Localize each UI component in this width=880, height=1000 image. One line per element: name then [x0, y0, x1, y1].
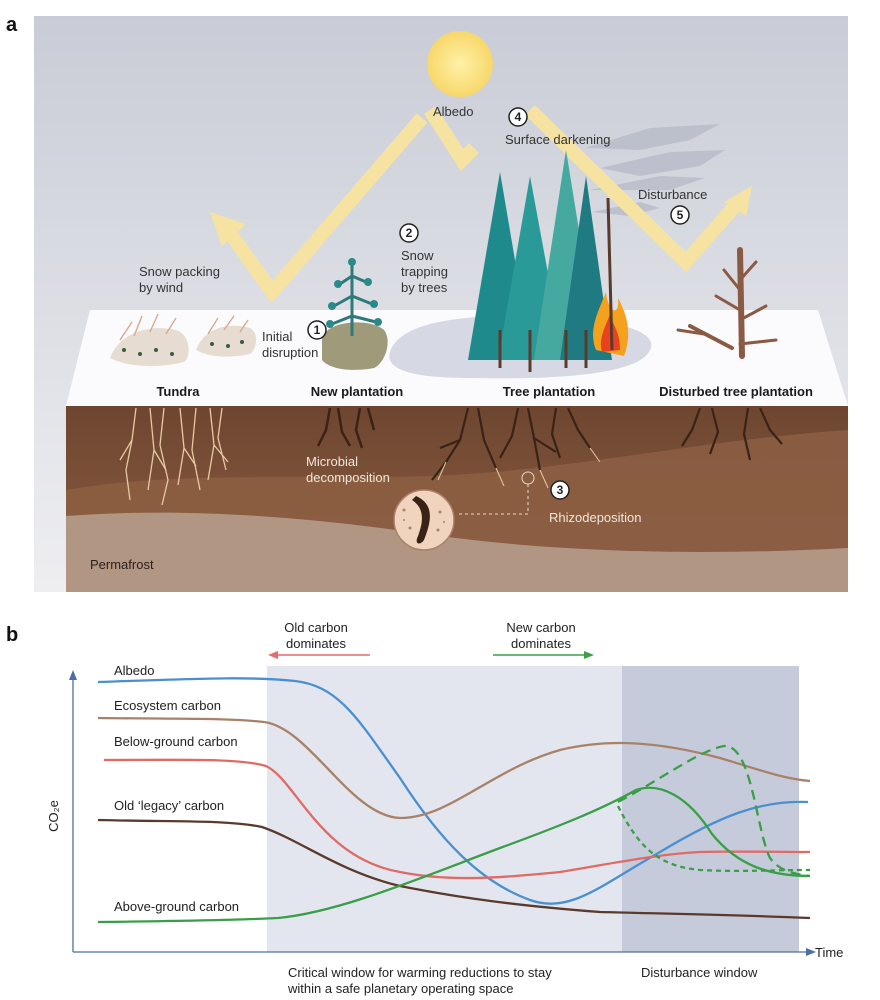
- old-carbon-line2: dominates: [286, 636, 346, 651]
- label-initial-2: disruption: [262, 345, 318, 360]
- critical-window-caption-1: Critical window for warming reductions t…: [288, 965, 552, 980]
- label-initial-1: Initial: [262, 329, 292, 344]
- x-axis-arrow: [806, 948, 816, 956]
- critical-window: [267, 666, 622, 952]
- curve-above-ground-dashed-long: [617, 744, 811, 878]
- label-albedo-curve: Albedo: [114, 663, 154, 678]
- old-carbon-line1: Old carbon: [284, 620, 348, 635]
- magnified-particles: [402, 508, 445, 532]
- ecosystem-illustration: 1 2 3 4 5 Albedo Surface darkening Distu…: [34, 16, 848, 592]
- marker-5: 5: [670, 205, 690, 225]
- ray-arrowheads: [210, 186, 752, 246]
- label-disturbance: Disturbance: [638, 187, 707, 202]
- panel-b-letter: b: [6, 624, 19, 646]
- carbon-timeline-chart: Albedo Ecosystem carbon Below-ground car…: [46, 620, 843, 996]
- new-plantation-roots: [316, 407, 376, 449]
- dead-tree: [676, 247, 778, 359]
- label-rhizodeposition: Rhizodeposition: [549, 510, 642, 525]
- x-axis-label: Time: [815, 945, 843, 960]
- y-axis-arrow: [69, 670, 77, 680]
- y-axis-label: CO₂e: [46, 800, 61, 832]
- permafrost-layer: [66, 512, 848, 592]
- curve-above-ground-dashed-short: [616, 805, 811, 873]
- tree-plantation-roots: [431, 407, 591, 481]
- tundra-shrubs: [110, 313, 257, 367]
- light-rays: [219, 104, 746, 304]
- disturbance-window-caption: Disturbance window: [641, 965, 758, 980]
- label-snow-trapping-1: Snow: [401, 248, 434, 263]
- conifer-trees: [468, 150, 612, 372]
- magnified-root: [412, 496, 430, 544]
- marker-3: 3: [550, 480, 570, 500]
- panel-a-letter: a: [6, 14, 18, 36]
- curve-above-ground: [97, 786, 811, 924]
- label-microbial-1: Microbial: [306, 454, 358, 469]
- label-albedo: Albedo: [433, 104, 473, 119]
- curve-ecosystem: [97, 716, 811, 820]
- svg-text:5: 5: [677, 208, 684, 222]
- new-carbon-arrowhead: [584, 651, 594, 659]
- zone-tree-plantation: Tree plantation: [503, 384, 596, 399]
- new-carbon-line2: dominates: [511, 636, 571, 651]
- disturbed-roots: [681, 407, 783, 461]
- label-ecosystem-curve: Ecosystem carbon: [114, 698, 221, 713]
- zone-new-plantation: New plantation: [311, 384, 404, 399]
- tundra-roots: [119, 407, 229, 506]
- fine-roots: [437, 447, 601, 489]
- new-carbon-line1: New carbon: [506, 620, 575, 635]
- svg-text:1: 1: [314, 323, 321, 337]
- label-microbial-2: decomposition: [306, 470, 390, 485]
- zoom-leader: [456, 484, 529, 515]
- marker-1: 1: [307, 320, 327, 340]
- curve-legacy: [97, 818, 811, 920]
- svg-text:2: 2: [406, 226, 413, 240]
- critical-window-caption-2: within a safe planetary operating space: [287, 981, 513, 996]
- svg-text:3: 3: [557, 483, 564, 497]
- svg-text:4: 4: [515, 110, 522, 124]
- label-above-ground-curve: Above-ground carbon: [114, 899, 239, 914]
- sun: [427, 31, 493, 97]
- marker-4: 4: [508, 107, 528, 127]
- zone-tundra: Tundra: [156, 384, 200, 399]
- label-permafrost: Permafrost: [90, 557, 154, 572]
- label-legacy-curve: Old ‘legacy’ carbon: [114, 798, 224, 813]
- fire: [593, 197, 629, 356]
- label-snow-trapping-2: trapping: [401, 264, 448, 279]
- zone-disturbed-tree-plantation: Disturbed tree plantation: [659, 384, 813, 399]
- label-below-ground-curve: Below-ground carbon: [114, 734, 238, 749]
- curve-below-ground: [103, 758, 811, 880]
- label-snow-trapping-3: by trees: [401, 280, 448, 295]
- label-snow-packing-2: by wind: [139, 280, 183, 295]
- curve-albedo: [97, 677, 809, 905]
- disturbance-window-band: [622, 666, 799, 952]
- marker-2: 2: [399, 223, 419, 243]
- label-surface-darkening: Surface darkening: [505, 132, 611, 147]
- new-plantation-sapling: [322, 258, 388, 370]
- old-carbon-arrowhead: [268, 651, 278, 659]
- label-snow-packing-1: Snow packing: [139, 264, 220, 279]
